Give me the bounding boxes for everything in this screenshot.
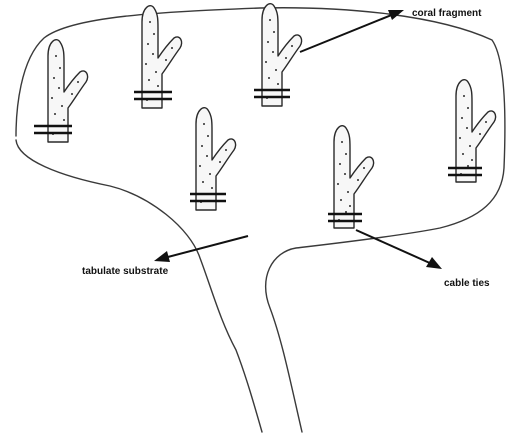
coral-fragment [190,106,237,211]
substrate-stem-left [15,139,263,433]
coral-fragment [134,4,183,109]
arrow-tabulate-substrate [154,235,249,262]
arrow-cable-ties [355,229,442,269]
coral-fragment [448,78,497,183]
arrow-coral-fragment [299,10,404,53]
coral-fragment [254,2,303,107]
label-cable-ties: cable ties [444,278,490,289]
substrate-outline [15,7,506,433]
coral-fragment [34,38,89,143]
coral-fragment [328,124,375,229]
label-coral-fragment: coral fragment [412,8,482,19]
label-tabulate-substrate: tabulate substrate [82,266,169,277]
